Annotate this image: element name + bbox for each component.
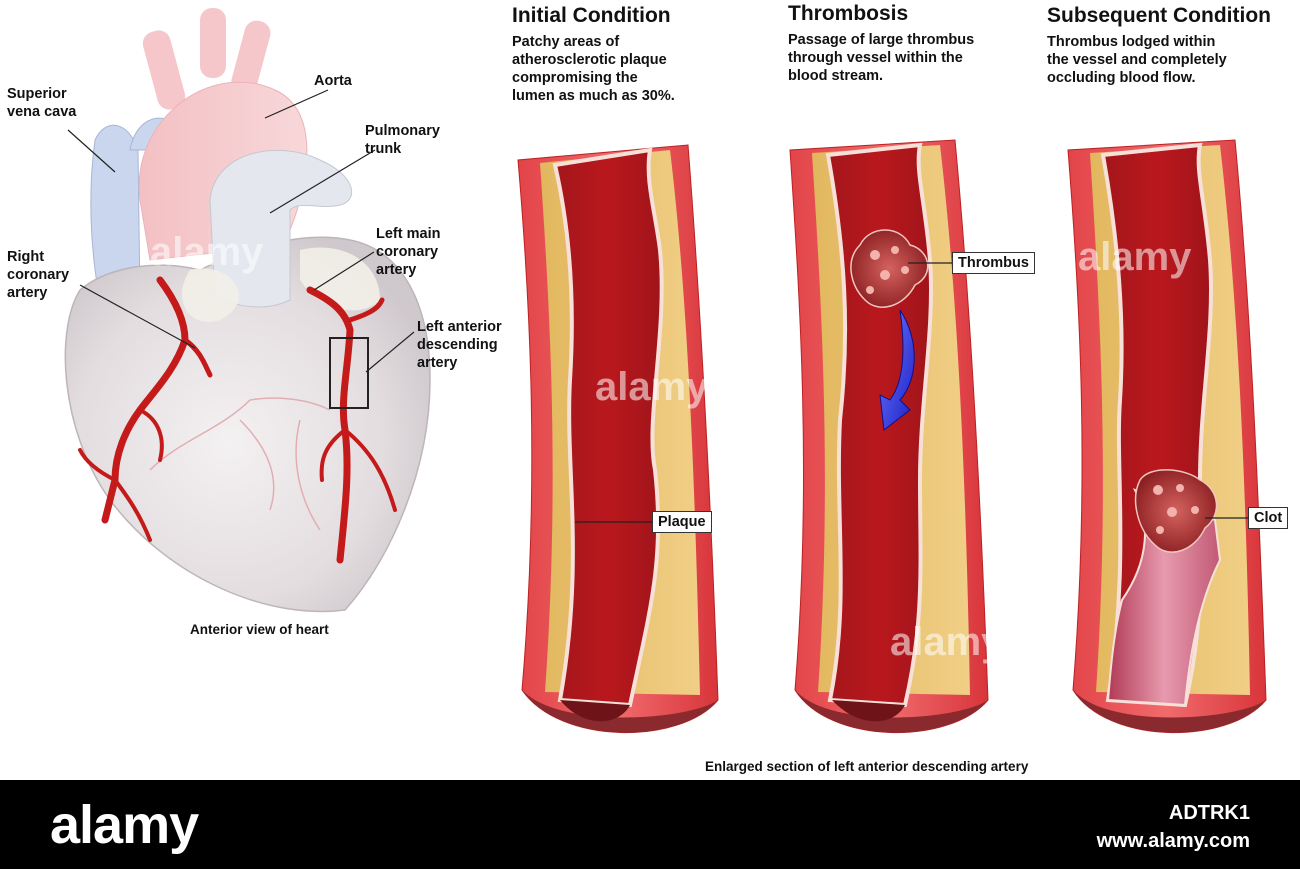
callout-thrombus: Thrombus xyxy=(952,252,1035,274)
heart-caption: Anterior view of heart xyxy=(190,622,329,637)
artery-panel-2 xyxy=(789,139,989,733)
artery-sections xyxy=(517,139,1267,733)
panel-2-title: Thrombosis xyxy=(788,2,909,25)
panel-1-title: Initial Condition xyxy=(512,4,671,27)
label-left-main-coronary-artery: Left main coronary artery xyxy=(376,226,441,278)
callout-clot: Clot xyxy=(1248,507,1289,529)
heart-illustration xyxy=(64,8,431,613)
illustration: Superior vena cava Aorta Pulmonary trunk… xyxy=(7,2,1289,774)
callout-plaque: Plaque xyxy=(652,511,712,533)
artery-panel-1 xyxy=(517,144,719,733)
label-aorta: Aorta xyxy=(314,73,352,89)
section-caption: Enlarged section of left anterior descen… xyxy=(705,759,1029,774)
artery-panel-3 xyxy=(1067,139,1267,733)
panel-1-description: Patchy areas of atherosclerotic plaque c… xyxy=(512,34,675,104)
label-pulmonary-trunk: Pulmonary trunk xyxy=(365,123,440,157)
label-right-coronary-artery: Right coronary artery xyxy=(7,249,70,301)
panel-3-title: Subsequent Condition xyxy=(1047,4,1271,27)
footer-url: www.alamy.com xyxy=(1096,830,1250,852)
footer-image-id: ADTRK1 xyxy=(1168,802,1250,824)
label-superior-vena-cava: Superior vena cava xyxy=(7,86,77,120)
panel-2-description: Passage of large thrombus through vessel… xyxy=(788,32,975,84)
footer-bar: alamy ADTRK1 www.alamy.com xyxy=(0,780,1300,869)
panel-3-description: Thrombus lodged within the vessel and co… xyxy=(1047,34,1227,86)
label-left-anterior-descending-artery: Left anterior descending artery xyxy=(417,319,502,371)
footer-logo: alamy xyxy=(50,795,199,855)
